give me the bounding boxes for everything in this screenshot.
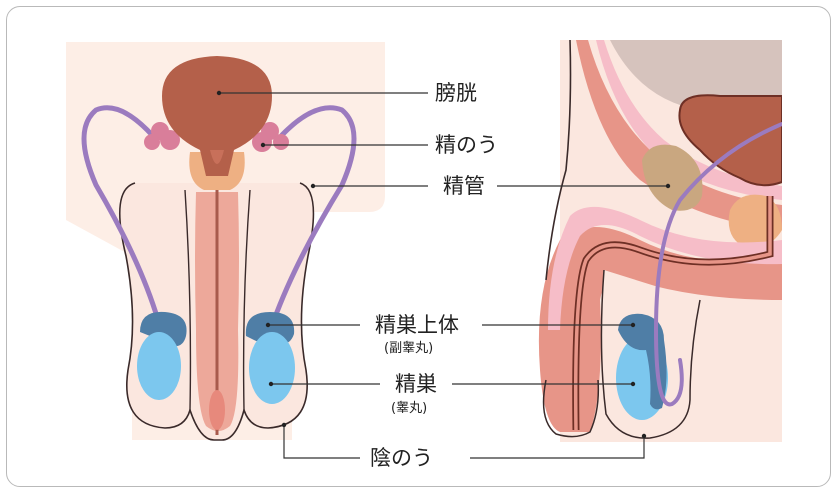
- label-vas-deferens: 精管: [443, 174, 485, 198]
- label-testis-alt: (睾丸): [391, 401, 427, 417]
- side-view: [539, 40, 782, 442]
- label-seminal-vesicle: 精のう: [435, 133, 498, 157]
- front-testis-left: [137, 332, 181, 400]
- label-testis: 精巣: [395, 372, 437, 396]
- label-epididymis-alt: (副睾丸): [384, 341, 433, 357]
- front-view: [66, 42, 385, 440]
- front-testis-right: [249, 332, 295, 404]
- label-scrotum: 陰のう: [370, 446, 433, 470]
- label-epididymis: 精巣上体: [375, 313, 459, 337]
- label-bladder: 膀胱: [435, 81, 477, 105]
